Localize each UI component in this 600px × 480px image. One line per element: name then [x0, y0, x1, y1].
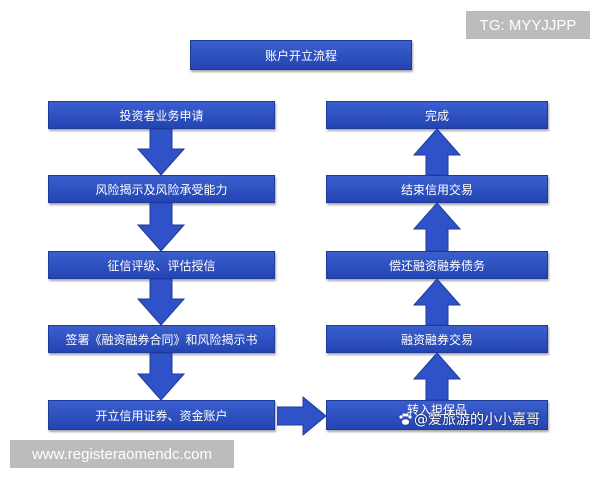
left-step-3-text: 征信评级、评估授信	[107, 258, 216, 273]
left-step-4-text: 签署《融资融券合同》和风险揭示书	[65, 332, 258, 347]
right-step-3-text: 偿还融资融券债务	[388, 258, 485, 273]
left-step-3: 征信评级、评估授信	[48, 251, 275, 279]
left-step-1: 投资者业务申请	[48, 101, 275, 129]
down-arrow-icon	[136, 353, 186, 400]
watermark-bottom: www.registeraomendc.com	[10, 440, 234, 468]
right-step-4: 融资融券交易	[326, 325, 548, 353]
right-step-5-text: 转入担保品	[406, 402, 467, 417]
left-step-5-text: 开立信用证券、资金账户	[95, 408, 228, 423]
left-step-2: 风险揭示及风险承受能力	[48, 175, 275, 203]
right-step-4-text: 融资融券交易	[400, 332, 473, 347]
watermark-top: TG: MYYJJPP	[466, 11, 590, 39]
author-handle-text: @爱旅游的小小嘉哥	[414, 412, 540, 428]
right-step-1-text: 完成	[424, 108, 449, 123]
right-step-2-text: 结束信用交易	[400, 182, 473, 197]
left-step-1-text: 投资者业务申请	[119, 108, 204, 123]
up-arrow-icon	[412, 129, 462, 175]
author-handle: @爱旅游的小小嘉哥	[398, 409, 540, 429]
right-step-2: 结束信用交易	[326, 175, 548, 203]
diagram-title-text: 账户开立流程	[264, 48, 337, 63]
diagram-title: 账户开立流程	[190, 40, 412, 70]
up-arrow-icon	[412, 203, 462, 251]
down-arrow-icon	[136, 203, 186, 251]
up-arrow-icon	[412, 279, 462, 325]
right-step-5: 转入担保品	[326, 400, 548, 430]
right-step-3: 偿还融资融券债务	[326, 251, 548, 279]
watermark-top-text: TG: MYYJJPP	[479, 16, 577, 34]
watermark-bottom-text: www.registeraomendc.com	[31, 445, 213, 463]
down-arrow-icon	[136, 129, 186, 175]
left-step-5: 开立信用证券、资金账户	[48, 400, 275, 430]
paw-icon	[399, 413, 412, 425]
down-arrow-icon	[136, 279, 186, 325]
left-step-2-text: 风险揭示及风险承受能力	[95, 182, 228, 197]
up-arrow-icon	[412, 353, 462, 400]
right-arrow-icon	[277, 396, 327, 436]
right-step-1: 完成	[326, 101, 548, 129]
left-step-4: 签署《融资融券合同》和风险揭示书	[48, 325, 275, 353]
